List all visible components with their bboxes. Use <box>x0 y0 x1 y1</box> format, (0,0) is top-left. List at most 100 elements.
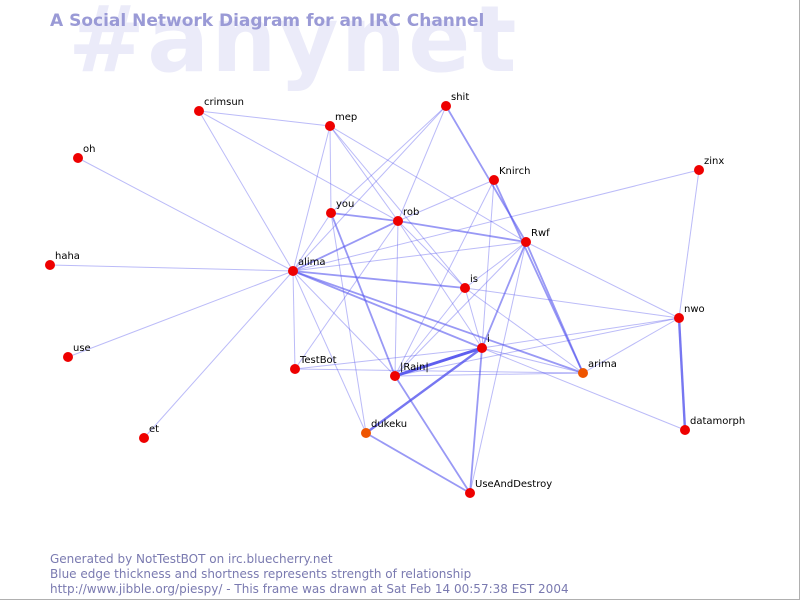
edge-mep-you <box>329 125 332 214</box>
node-arima: arima <box>578 359 617 378</box>
node-dukeku: dukeku <box>361 419 407 438</box>
edge-alima-et <box>143 270 294 439</box>
node-label: crimsun <box>204 97 244 108</box>
node-label: nwo <box>684 304 705 315</box>
node-dot <box>460 283 470 293</box>
node-oh: oh <box>73 144 95 163</box>
edge-nwo-datamorph <box>677 317 687 431</box>
edge-alima-rob <box>292 220 399 272</box>
node-label: you <box>336 199 354 210</box>
edge-alima-use <box>67 270 294 358</box>
node-dot <box>45 260 55 270</box>
edge-alima-Rwf <box>292 241 527 272</box>
edge-i-is <box>464 287 483 349</box>
edge-alima-arima <box>292 270 584 374</box>
node-nwo: nwo <box>674 304 705 323</box>
node-label: mep <box>335 112 357 123</box>
node-dot <box>477 343 487 353</box>
node-label: i <box>487 334 490 345</box>
node-dot <box>194 106 204 116</box>
edge-alima-haha <box>49 264 294 272</box>
edge-rob-crimsun <box>198 110 399 222</box>
node-dot <box>674 313 684 323</box>
node-dot <box>489 175 499 185</box>
edge-i-nwo <box>481 317 680 349</box>
node-label: rob <box>403 207 419 218</box>
node-zinx: zinx <box>694 156 724 175</box>
edge-Rain-arima <box>394 372 584 377</box>
edge-Rwf-Rain <box>394 241 527 377</box>
edge-i-rob <box>397 220 483 349</box>
node-label: TestBot <box>299 355 337 366</box>
node-shit: shit <box>441 92 469 111</box>
edge-mep-Rwf <box>329 125 527 243</box>
edge-i-Knirch <box>481 179 495 349</box>
edge-rob-is <box>397 220 466 289</box>
edge-i-Rwf <box>481 241 527 349</box>
node-label: alima <box>298 257 326 268</box>
edge-Rain-UseAndDestroy <box>394 375 471 494</box>
node-dot <box>465 488 475 498</box>
edge-i-UseAndDestroy <box>469 347 483 494</box>
node-use: use <box>63 343 91 362</box>
node-you: you <box>326 199 354 218</box>
node-label: oh <box>83 144 95 155</box>
node-dot <box>325 121 335 131</box>
node-dot <box>326 208 336 218</box>
channel-watermark: #anynet <box>68 0 519 93</box>
edges-layer <box>49 105 700 494</box>
node-label: UseAndDestroy <box>475 479 552 490</box>
node-dot <box>441 101 451 111</box>
edge-nwo-zinx <box>678 169 700 319</box>
edge-Rwf-UseAndDestroy <box>469 241 527 494</box>
node-label: arima <box>588 359 617 370</box>
edge-rob-mep <box>329 125 399 222</box>
edge-is-Rain <box>394 287 466 377</box>
footer-timestamp: http://www.jibble.org/piespy/ - This fra… <box>50 582 569 596</box>
node-i: i <box>477 334 490 353</box>
node-dot <box>139 433 149 443</box>
node-Rwf: Rwf <box>521 228 550 247</box>
edge-nwo-Rain <box>394 317 680 377</box>
node-dot <box>361 428 371 438</box>
node-dot <box>390 371 400 381</box>
edge-alima-is <box>292 270 466 289</box>
edge-alima-shit <box>292 105 447 272</box>
node-UseAndDestroy: UseAndDestroy <box>465 479 552 498</box>
node-rob: rob <box>393 207 419 226</box>
edge-crimsun-mep <box>198 110 331 127</box>
edge-rob-TestBot <box>294 220 399 370</box>
edge-is-arima <box>464 287 584 374</box>
edge-Rwf-is <box>464 241 527 289</box>
node-mep: mep <box>325 112 357 131</box>
node-label: datamorph <box>690 416 745 427</box>
node-label: Knirch <box>499 166 530 177</box>
footer: Generated by NotTestBOT on irc.bluecherr… <box>50 552 569 597</box>
edge-i-datamorph <box>481 347 686 431</box>
edge-rob-Rain <box>394 220 399 377</box>
edge-alima-Rain <box>292 270 396 377</box>
edge-you-Rain <box>330 212 396 377</box>
edge-Knirch-Rain <box>394 179 495 377</box>
node-dot <box>694 165 704 175</box>
edge-alima-dukeku <box>292 270 367 434</box>
node-haha: haha <box>45 251 80 270</box>
node-label: zinx <box>704 156 724 167</box>
edge-alima-you <box>292 212 332 272</box>
node-dot <box>288 266 298 276</box>
node-is: is <box>460 274 478 293</box>
edge-rob-you <box>330 212 399 222</box>
node-dot <box>680 425 690 435</box>
edge-shit-you <box>330 105 447 214</box>
node-crimsun: crimsun <box>194 97 244 116</box>
node-dot <box>63 352 73 362</box>
node-Rain: |Rain| <box>390 362 429 381</box>
edge-you-dukeku <box>330 212 367 434</box>
node-alima: alima <box>288 257 326 276</box>
node-dot <box>290 364 300 374</box>
edge-Knirch-rob <box>397 179 495 222</box>
node-label: et <box>149 424 159 435</box>
edge-alima-mep <box>292 125 331 272</box>
node-dot <box>73 153 83 163</box>
node-TestBot: TestBot <box>290 355 337 374</box>
